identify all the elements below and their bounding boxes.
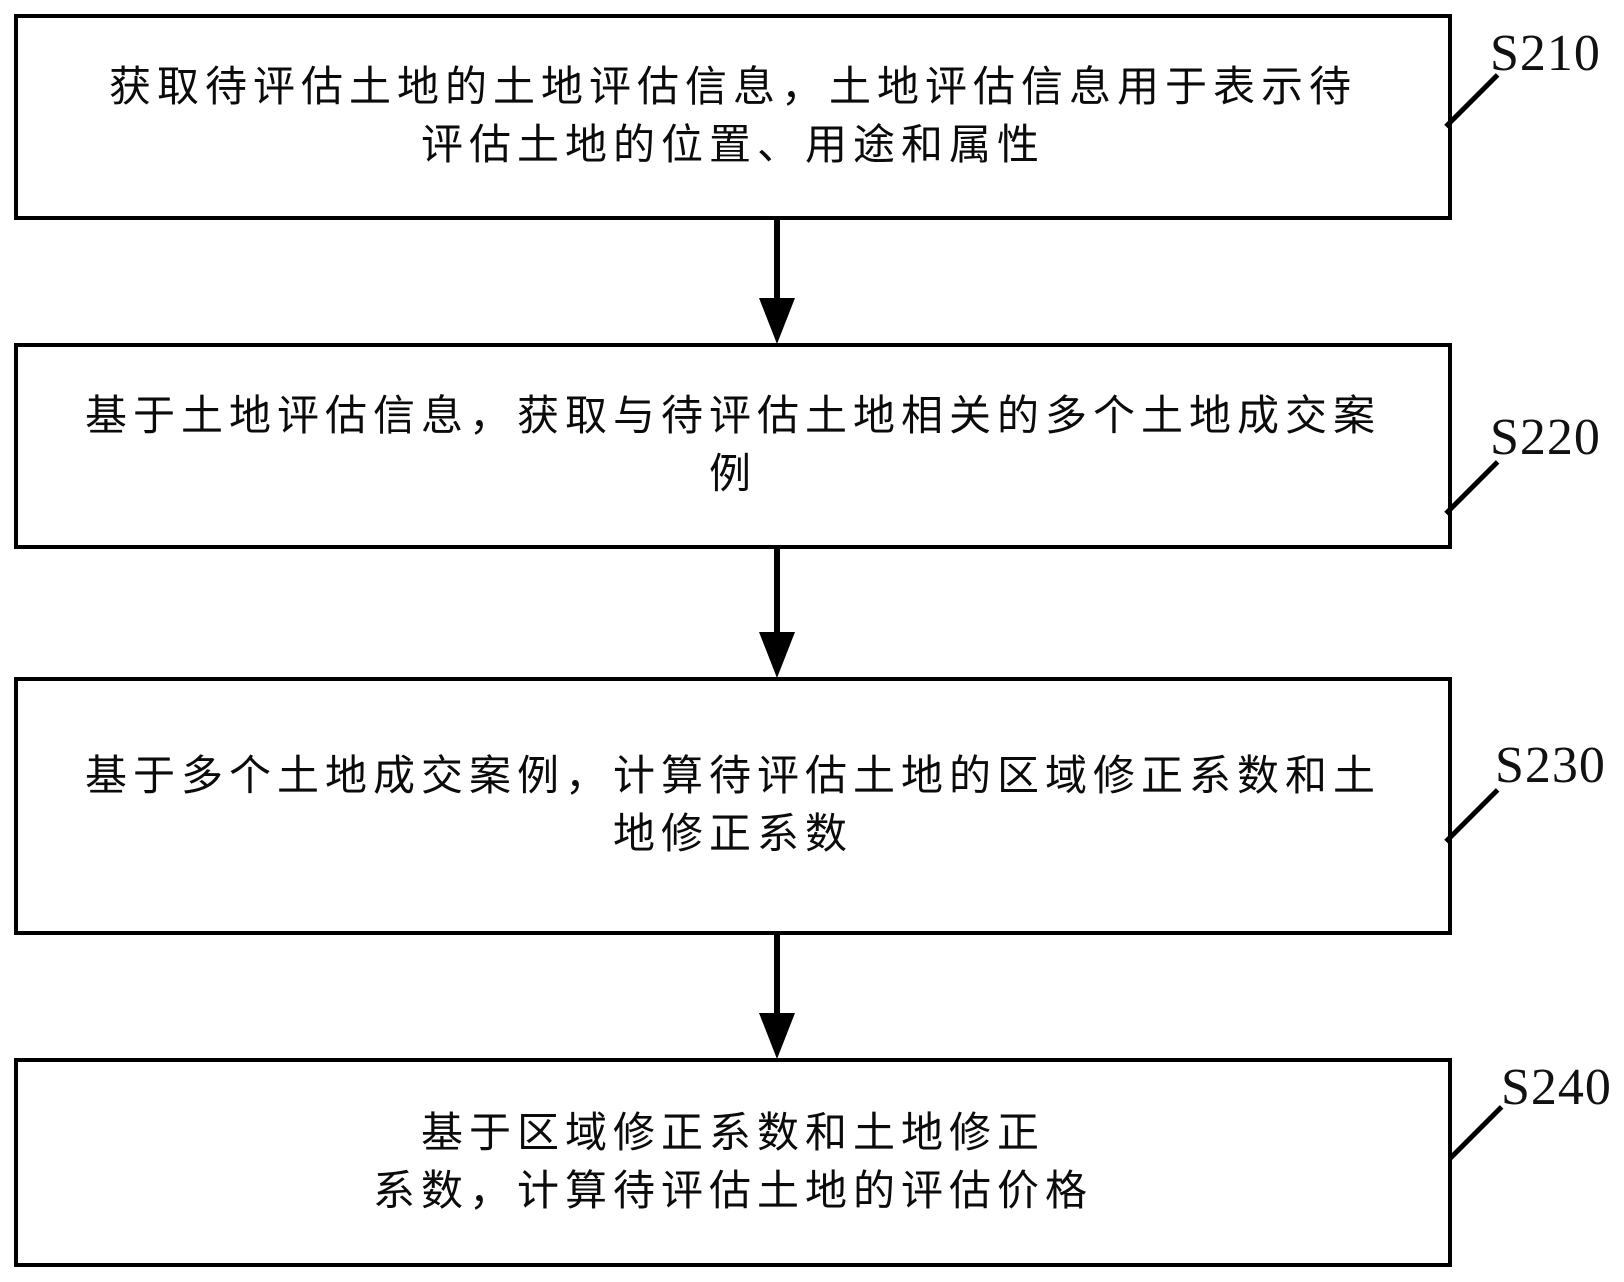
leader-line-s220 [1444, 460, 1500, 516]
down-arrow-icon [759, 548, 795, 678]
step-box-s240: 基于区域修正系数和土地修正 系数，计算待评估土地的评估价格 [14, 1058, 1452, 1267]
leader-line-s230 [1444, 788, 1500, 844]
step-box-s230: 基于多个土地成交案例，计算待评估土地的区域修正系数和土 地修正系数 [14, 677, 1452, 935]
arrow-head [759, 1013, 795, 1059]
step-text-line: 基于区域修正系数和土地修正 [420, 1110, 1045, 1157]
step-text-s230: 基于多个土地成交案例，计算待评估土地的区域修正系数和土 地修正系数 [18, 748, 1448, 864]
step-label-s240: S240 [1501, 1059, 1612, 1116]
step-box-s210: 获取待评估土地的土地评估信息，土地评估信息用于表示待 评估土地的位置、用途和属性 [14, 14, 1452, 220]
down-arrow-icon [759, 218, 795, 344]
down-arrow-icon [759, 934, 795, 1059]
step-text-line: 评估土地的位置、用途和属性 [420, 123, 1045, 169]
step-text-line: 地修正系数 [612, 812, 853, 858]
step-label-s220: S220 [1490, 409, 1601, 466]
arrow-head [759, 632, 795, 678]
step-text-line: 基于多个土地成交案例，计算待评估土地的区域修正系数和土 [84, 754, 1381, 800]
step-text-line: 系数，计算待评估土地的评估价格 [372, 1168, 1093, 1215]
leader-line-s240 [1448, 1105, 1504, 1161]
step-text-line: 基于土地评估信息，获取与待评估土地相关的多个土地成交案 [84, 394, 1381, 440]
step-text-line: 获取待评估土地的土地评估信息，土地评估信息用于表示待 [108, 65, 1357, 111]
step-label-s210: S210 [1490, 25, 1601, 82]
arrow-shaft [774, 548, 780, 636]
step-text-s210: 获取待评估土地的土地评估信息，土地评估信息用于表示待 评估土地的位置、用途和属性 [18, 59, 1448, 175]
step-text-s240: 基于区域修正系数和土地修正 系数，计算待评估土地的评估价格 [18, 1105, 1448, 1221]
arrow-shaft [774, 934, 780, 1017]
step-box-s220: 基于土地评估信息，获取与待评估土地相关的多个土地成交案 例 [14, 343, 1452, 549]
arrow-head [759, 298, 795, 344]
arrow-shaft [774, 218, 780, 302]
step-text-line: 例 [708, 452, 757, 498]
step-label-s230: S230 [1495, 737, 1606, 794]
step-text-s220: 基于土地评估信息，获取与待评估土地相关的多个土地成交案 例 [18, 388, 1448, 504]
